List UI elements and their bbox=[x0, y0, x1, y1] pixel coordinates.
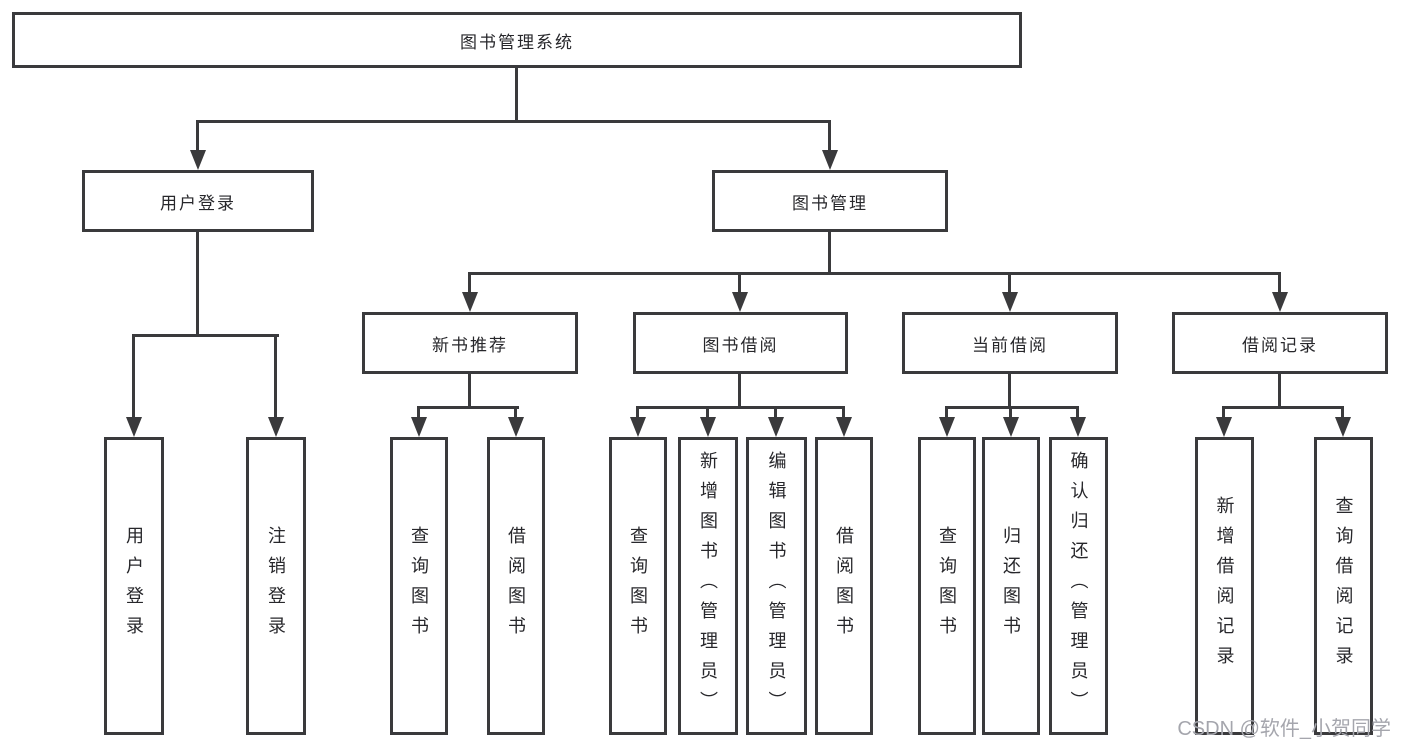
node-current-borrow: 当前借阅 bbox=[902, 312, 1118, 374]
arrowhead bbox=[822, 150, 838, 170]
connector-leaf-stem bbox=[842, 406, 845, 419]
arrowhead bbox=[1335, 417, 1351, 437]
connector-leaf-stem bbox=[774, 406, 777, 419]
leaf-return-books: 归还图书 bbox=[982, 437, 1040, 735]
connector-root-stem bbox=[515, 68, 518, 122]
connector-section-stem bbox=[738, 374, 741, 409]
connector-section-branch bbox=[417, 406, 519, 409]
connector-section-branch bbox=[945, 406, 1079, 409]
arrowhead bbox=[126, 417, 142, 437]
connector-to-section bbox=[738, 272, 741, 294]
arrowhead bbox=[836, 417, 852, 437]
connector-login-stem bbox=[196, 232, 199, 336]
arrowhead bbox=[1002, 292, 1018, 312]
arrowhead bbox=[411, 417, 427, 437]
leaf-query-borrow-record: 查询借阅记录 bbox=[1314, 437, 1373, 735]
leaf-query-books-borrow: 查询图书 bbox=[609, 437, 667, 735]
connector-leaf-stem bbox=[1341, 406, 1344, 419]
connector-leaf-stem bbox=[514, 406, 517, 419]
csdn-watermark: CSDN @软件_小贺同学 bbox=[1177, 718, 1391, 740]
connector-section-branch bbox=[636, 406, 845, 409]
node-new-book-recommend: 新书推荐 bbox=[362, 312, 578, 374]
connector-login-branch bbox=[132, 334, 279, 337]
connector-to-section bbox=[1278, 272, 1281, 294]
connector-management-branch bbox=[468, 272, 1281, 275]
node-user-login: 用户登录 bbox=[82, 170, 314, 232]
connector-to-login bbox=[196, 120, 199, 152]
connector-to-section bbox=[1008, 272, 1011, 294]
arrowhead bbox=[1216, 417, 1232, 437]
arrowhead bbox=[268, 417, 284, 437]
arrowhead bbox=[700, 417, 716, 437]
connector-leaf-stem bbox=[1009, 406, 1012, 419]
leaf-borrow-books: 借阅图书 bbox=[815, 437, 873, 735]
arrowhead bbox=[732, 292, 748, 312]
connector-leaf-stem bbox=[706, 406, 709, 419]
connector-section-stem bbox=[468, 374, 471, 409]
connector-login-child bbox=[274, 334, 277, 419]
arrowhead bbox=[1272, 292, 1288, 312]
leaf-query-books-current: 查询图书 bbox=[918, 437, 976, 735]
connector-section-stem bbox=[1008, 374, 1011, 409]
arrowhead bbox=[462, 292, 478, 312]
connector-leaf-stem bbox=[945, 406, 948, 419]
connector-section-stem bbox=[1278, 374, 1281, 409]
leaf-logout: 注销登录 bbox=[246, 437, 306, 735]
arrowhead bbox=[1003, 417, 1019, 437]
connector-to-section bbox=[468, 272, 471, 294]
connector-leaf-stem bbox=[1076, 406, 1079, 419]
node-book-management: 图书管理 bbox=[712, 170, 948, 232]
leaf-edit-book-admin: 编辑图书（管理员） bbox=[746, 437, 807, 735]
connector-leaf-stem bbox=[636, 406, 639, 419]
leaf-user-login: 用户登录 bbox=[104, 437, 164, 735]
arrowhead bbox=[190, 150, 206, 170]
connector-management-stem bbox=[828, 232, 831, 275]
connector-leaf-stem bbox=[1222, 406, 1225, 419]
arrowhead bbox=[508, 417, 524, 437]
node-root: 图书管理系统 bbox=[12, 12, 1022, 68]
node-borrow-records: 借阅记录 bbox=[1172, 312, 1388, 374]
leaf-add-book-admin: 新增图书（管理员） bbox=[678, 437, 738, 735]
leaf-add-borrow-record: 新增借阅记录 bbox=[1195, 437, 1254, 735]
node-book-borrow: 图书借阅 bbox=[633, 312, 848, 374]
arrowhead bbox=[1070, 417, 1086, 437]
leaf-query-books-recommend: 查询图书 bbox=[390, 437, 448, 735]
arrowhead bbox=[768, 417, 784, 437]
leaf-borrow-books-recommend: 借阅图书 bbox=[487, 437, 545, 735]
arrowhead bbox=[939, 417, 955, 437]
connector-leaf-stem bbox=[417, 406, 420, 419]
leaf-confirm-return-admin: 确认归还（管理员） bbox=[1049, 437, 1108, 735]
connector-root-branch bbox=[196, 120, 831, 123]
connector-to-management bbox=[828, 120, 831, 152]
connector-section-branch bbox=[1222, 406, 1344, 409]
arrowhead bbox=[630, 417, 646, 437]
connector-login-child bbox=[132, 334, 135, 419]
